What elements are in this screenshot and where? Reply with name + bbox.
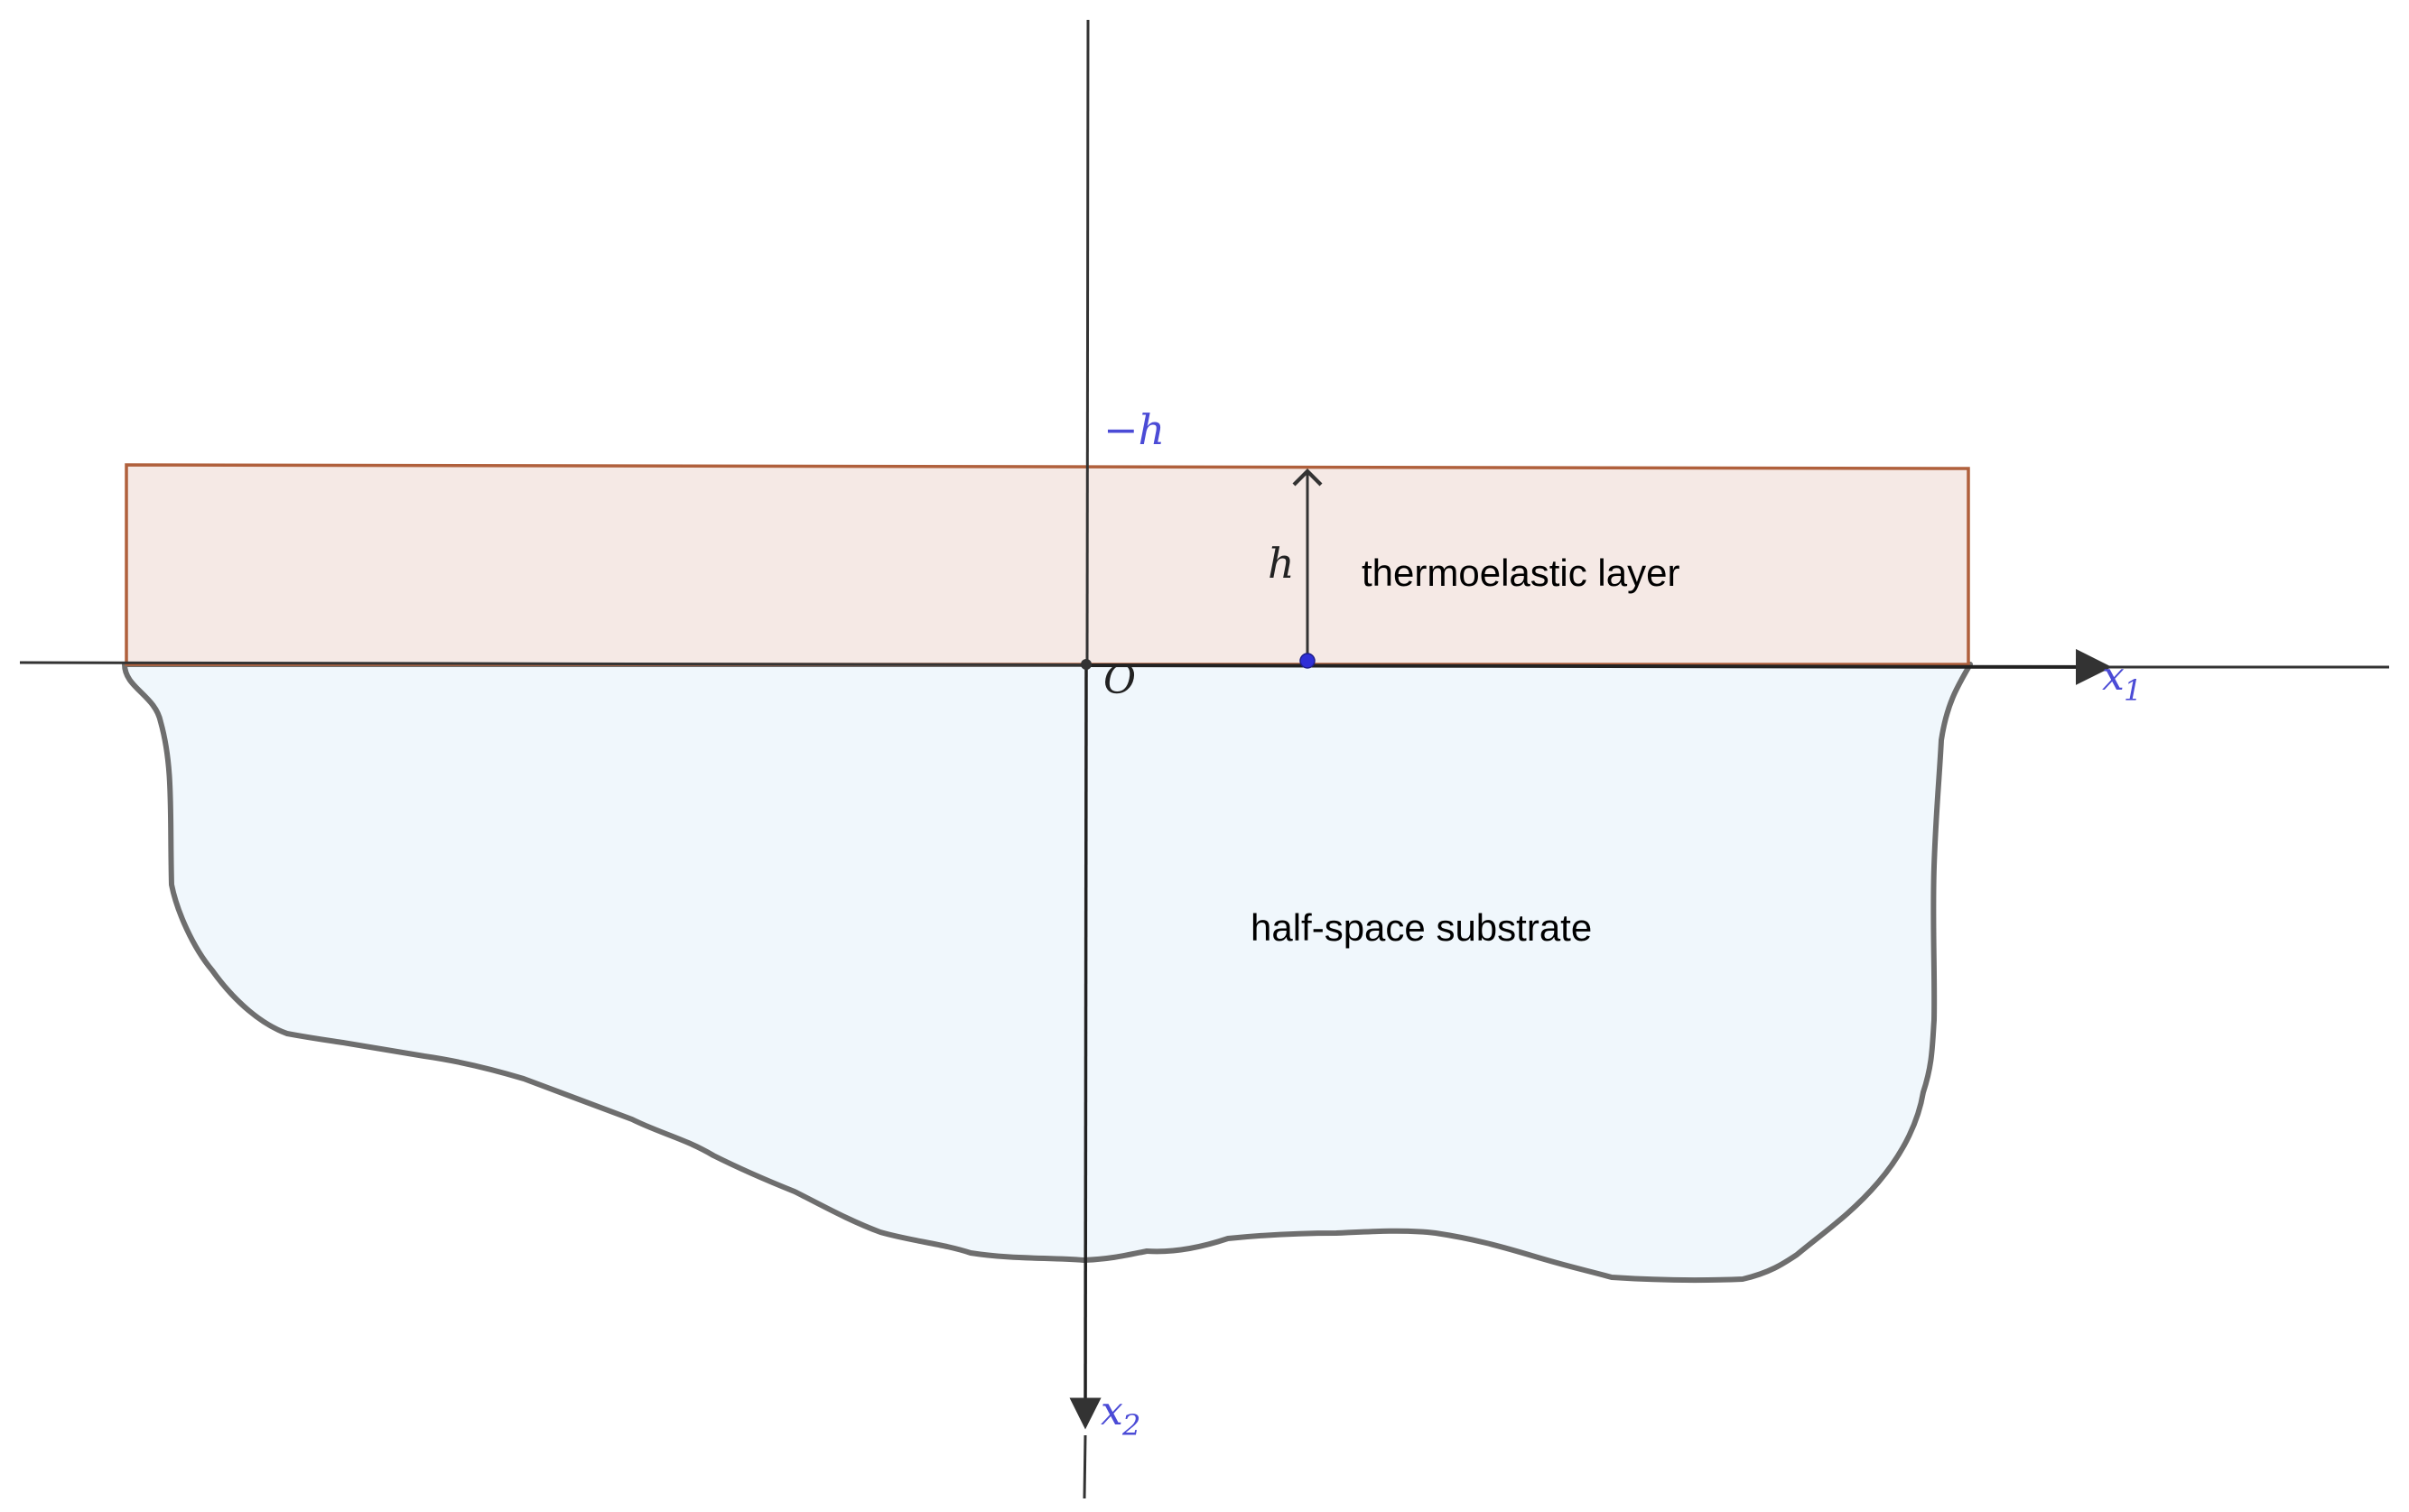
substrate-region [122,662,1973,1284]
x2-axis-bottom [1083,1434,1087,1499]
thickness-label: h [1268,539,1295,588]
x2-axis-top [1085,19,1090,666]
layer-region [125,463,1970,666]
x2-axis-label: x 2 [1101,1388,1140,1442]
base-point-marker[interactable] [1299,653,1316,669]
x1-axis-arrow [1085,648,2112,685]
layer-label: thermoelastic layer [1362,552,1679,594]
origin-label: O [1103,657,1136,703]
x2-label-var: x [1101,1388,1123,1434]
x2-axis-arrow [1069,664,1102,1430]
x2-label-sub: 2 [1121,1408,1140,1442]
x1-label-sub: 1 [2124,673,2142,708]
x1-label-var: x [2102,654,2125,700]
origin-point [1081,659,1092,670]
substrate-label: half-space substrate [1251,906,1592,949]
x1-axis-label: x 1 [2102,654,2142,708]
neg-h-label: −h [1103,405,1165,454]
